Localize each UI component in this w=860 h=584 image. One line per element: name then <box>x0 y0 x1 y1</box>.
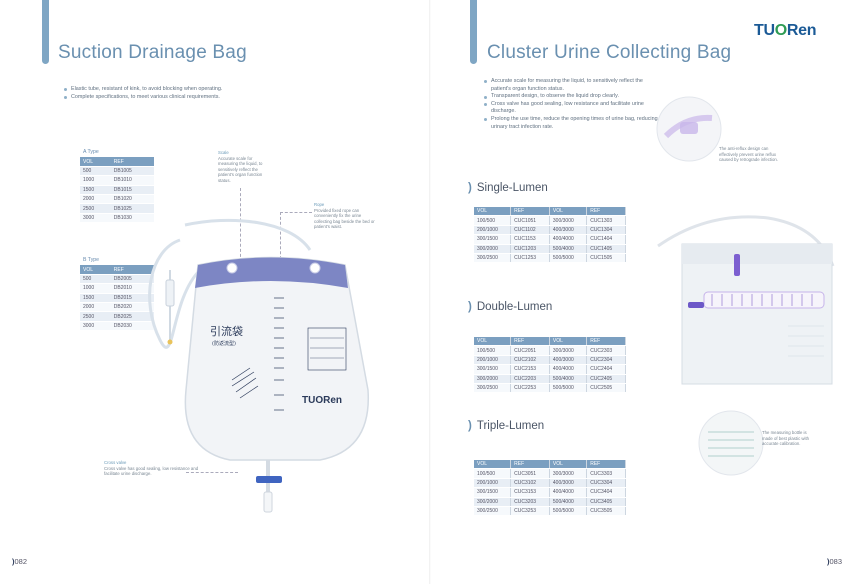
leader-line <box>280 212 312 213</box>
left-page: Suction Drainage Bag Elastic tube, resis… <box>12 0 375 566</box>
col-header: VOL <box>80 264 111 275</box>
feature-item: Complete specifications, to meet various… <box>64 94 224 102</box>
leader-line <box>280 212 281 264</box>
section-single-lumen: )Single-Lumen <box>468 182 548 194</box>
table-caption: B Type <box>80 256 154 266</box>
note-anti-reflux: The anti-reflux design can effectively p… <box>719 146 778 163</box>
col-header: VOL <box>80 156 111 167</box>
drainage-bag-illustration <box>148 218 370 513</box>
page-title: Cluster Urine Collecting Bag <box>487 42 732 63</box>
bag-label: 引流袋 <box>210 325 243 338</box>
feature-list: Accurate scale for measuring the liquid,… <box>484 78 662 131</box>
feature-item: Prolong the use time, reduce the opening… <box>484 116 662 131</box>
leader-line <box>240 188 241 262</box>
cluster-bag-illustration <box>657 215 835 385</box>
section-double-lumen: )Double-Lumen <box>468 301 553 313</box>
feature-item: Cross valve has good sealing, low resist… <box>484 101 662 116</box>
page-number: )083 <box>826 557 842 566</box>
col-header: REF <box>110 264 154 275</box>
col-header: REF <box>110 156 154 167</box>
leader-line <box>186 472 238 473</box>
right-page: TUORen Cluster Urine Collecting Bag Accu… <box>430 0 860 584</box>
bag-sublabel: (防返流型) <box>212 341 236 347</box>
page-number: )082 <box>12 557 28 566</box>
note-measuring-bottle: The measuring bottle is made of best pla… <box>762 430 810 447</box>
feature-item: Accurate scale for measuring the liquid,… <box>484 78 662 93</box>
feature-item: Transparent design, to observe the liqui… <box>484 93 662 101</box>
feature-item: Elastic tube, resistant of kink, to avoi… <box>64 86 224 94</box>
page-fold <box>429 0 431 584</box>
accent-bar <box>470 0 477 64</box>
measuring-bottle-detail-image <box>698 410 764 476</box>
anti-reflux-detail-image <box>656 96 722 162</box>
bag-brand: TUORen <box>302 395 342 406</box>
chevron-icon: ) <box>468 182 472 194</box>
section-triple-lumen: )Triple-Lumen <box>468 420 545 432</box>
accent-bar <box>42 0 49 64</box>
table-caption: A Type <box>80 148 154 158</box>
brand-logo: TUORen <box>754 22 817 39</box>
page-title: Suction Drainage Bag <box>58 42 247 63</box>
feature-list: Elastic tube, resistant of kink, to avoi… <box>64 86 224 101</box>
chevron-icon: ) <box>468 301 472 313</box>
chevron-icon: ) <box>468 420 472 432</box>
